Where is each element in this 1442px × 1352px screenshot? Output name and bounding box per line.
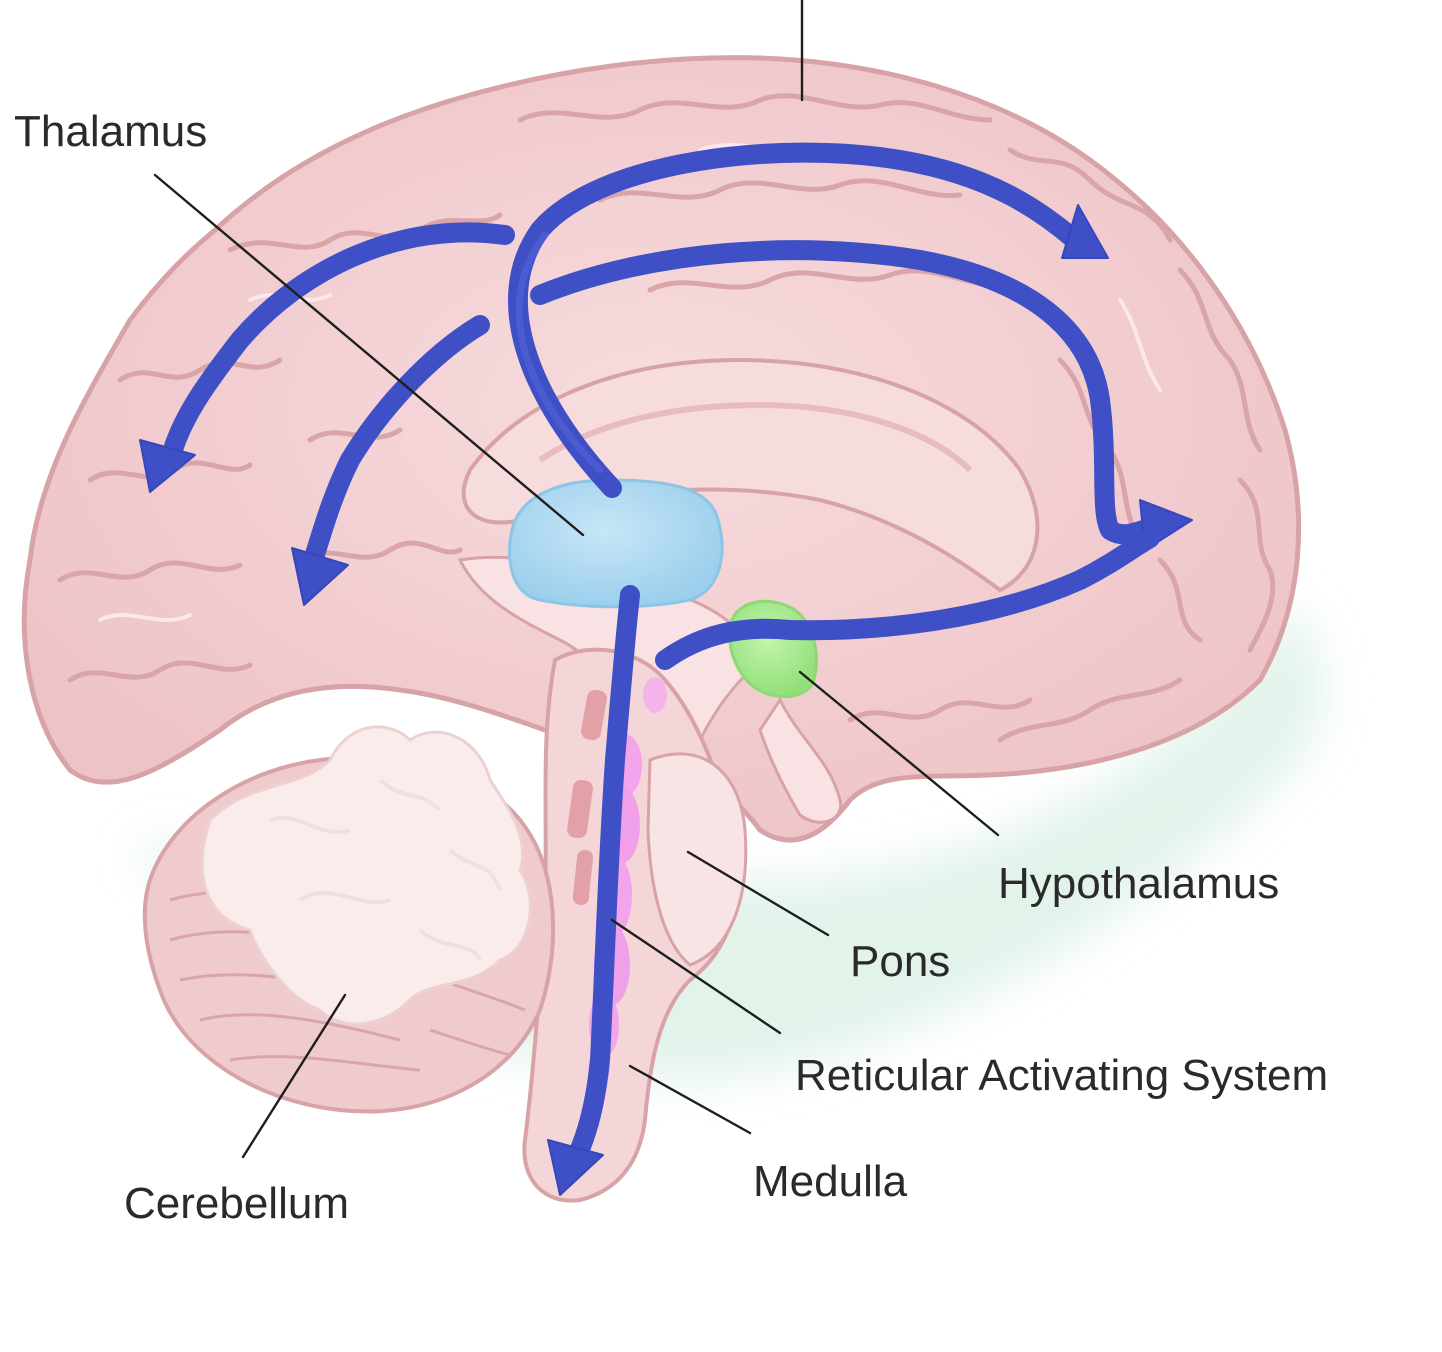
arrowhead-back-upper xyxy=(139,439,196,493)
arrowhead-back-lower xyxy=(291,547,349,606)
label-pons: Pons xyxy=(850,937,950,986)
leader-reticular xyxy=(610,918,782,1035)
leader-lines xyxy=(153,0,1000,1159)
label-reticular-activating-system: Reticular Activating System xyxy=(795,1051,1328,1100)
label-hypothalamus: Hypothalamus xyxy=(998,859,1279,908)
labels: Thalamus Hypothalamus Pons Reticular Act… xyxy=(14,107,1328,1228)
leader-medulla xyxy=(628,1064,752,1135)
arrowhead-upper-front xyxy=(1061,204,1109,259)
arrowhead-descending xyxy=(547,1139,604,1196)
label-thalamus: Thalamus xyxy=(14,107,207,156)
pons xyxy=(646,752,748,967)
leader-pons xyxy=(686,850,830,937)
label-medulla: Medulla xyxy=(753,1157,908,1206)
cerebellum xyxy=(142,725,556,1114)
thalamus xyxy=(508,478,724,609)
pathway-arrow-descending xyxy=(565,585,640,1170)
label-cerebellum: Cerebellum xyxy=(124,1179,349,1228)
pathway-arrows xyxy=(139,142,1193,1196)
pathway-arrow-back-lower xyxy=(300,315,490,580)
leader-hypothalamus xyxy=(798,670,1000,837)
pathway-arrow-back-upper xyxy=(160,222,515,470)
pathway-arrow-hypothalamus xyxy=(655,528,1160,670)
leader-cerebellum xyxy=(241,993,347,1159)
pathway-arrow-frontal xyxy=(530,240,1170,545)
leader-thalamus xyxy=(153,173,585,537)
